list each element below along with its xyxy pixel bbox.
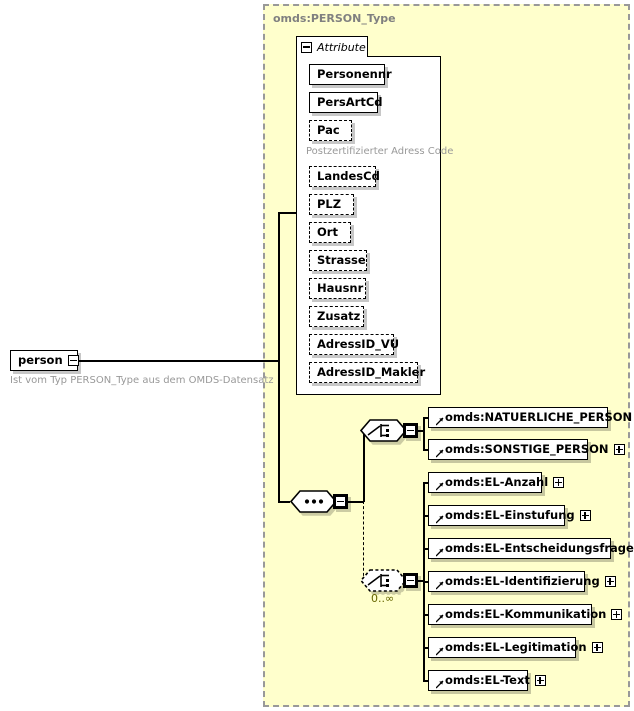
- attribute-label: AdressID_Makler: [317, 364, 426, 379]
- attribute-label: Zusatz: [317, 308, 361, 323]
- connector-branch: [423, 680, 429, 682]
- element-label: omds:EL-Kommunikation: [445, 606, 607, 621]
- reference-arrow-icon: [436, 646, 444, 656]
- reference-arrow-icon: [436, 547, 444, 557]
- attribute-annotation: Postzertifizierter Adress Code: [306, 146, 454, 157]
- element-label: omds:EL-Legitimation: [445, 639, 587, 654]
- cardinality-label: 0..∞: [371, 592, 395, 605]
- plus-toggle-icon[interactable]: [579, 510, 591, 521]
- connector-sequence-down: [363, 501, 364, 581]
- element-node[interactable]: omds:SONSTIGE_PERSON: [428, 439, 625, 460]
- choice-compositor-person[interactable]: [360, 419, 418, 442]
- connector-branch: [423, 417, 429, 419]
- connector-sequence-up: [363, 430, 365, 502]
- sequence-compositor[interactable]: [290, 490, 348, 513]
- connector-branch: [423, 647, 429, 649]
- element-node[interactable]: omds:EL-Kommunikation: [428, 604, 623, 625]
- element-node[interactable]: omds:EL-Text: [428, 670, 546, 691]
- plus-toggle-icon[interactable]: [534, 675, 546, 686]
- attribute-label: Hausnr: [317, 280, 364, 295]
- element-person-label: person: [18, 352, 63, 367]
- element-person-annotation: Ist vom Typ PERSON_Type aus dem OMDS-Dat…: [10, 375, 274, 386]
- attribute-label: LandesCd: [317, 168, 380, 183]
- connector-trunk-sequence: [278, 501, 290, 503]
- connector-branch: [423, 449, 429, 451]
- attribute-node[interactable]: PLZ: [309, 194, 354, 215]
- reference-arrow-icon: [436, 613, 444, 623]
- plus-toggle-icon[interactable]: [553, 477, 565, 488]
- minus-toggle-icon[interactable]: [301, 41, 312, 53]
- element-person[interactable]: person: [10, 350, 79, 371]
- attribute-label: Strasse: [317, 252, 366, 267]
- attribute-label: AdressID_VU: [317, 336, 400, 351]
- reference-arrow-icon: [436, 481, 444, 491]
- reference-arrow-icon: [436, 580, 444, 590]
- attribute-node[interactable]: AdressID_Makler: [309, 362, 425, 383]
- connector-choice-el-out: [416, 580, 424, 582]
- reference-arrow-icon: [436, 679, 444, 689]
- plus-toggle-icon[interactable]: [611, 609, 623, 620]
- attribute-node[interactable]: LandesCd: [309, 166, 380, 187]
- minus-toggle-icon[interactable]: [67, 355, 79, 366]
- attribute-node[interactable]: Zusatz: [309, 306, 364, 327]
- element-node[interactable]: omds:EL-Identifizierung: [428, 571, 616, 592]
- element-label: omds:EL-Identifizierung: [445, 573, 600, 588]
- minus-toggle-icon[interactable]: [405, 425, 416, 436]
- connector-branch: [423, 515, 429, 517]
- attribute-label: Ort: [317, 224, 338, 239]
- element-node[interactable]: omds:EL-Einstufung: [428, 505, 591, 526]
- connector-person-trunk: [78, 360, 279, 362]
- attribute-node[interactable]: Ort: [309, 222, 351, 243]
- connector-trunk-vertical: [278, 212, 280, 502]
- connector-choice-person-bus: [423, 417, 425, 450]
- attribute-label: PersArtCd: [317, 94, 383, 109]
- attribute-label: PLZ: [317, 196, 342, 211]
- plus-toggle-icon[interactable]: [604, 576, 616, 587]
- attribute-node[interactable]: Personennr: [309, 64, 392, 85]
- element-node[interactable]: omds:EL-Entscheidungsfrage: [428, 538, 634, 559]
- element-node[interactable]: omds:NATUERLICHE_PERSON: [428, 407, 632, 428]
- element-label: omds:EL-Text: [445, 672, 530, 687]
- attribute-node[interactable]: Hausnr: [309, 278, 366, 299]
- element-label: omds:EL-Entscheidungsfrage: [445, 540, 634, 555]
- attribute-node[interactable]: Pac: [309, 120, 352, 141]
- attribute-node[interactable]: PersArtCd: [309, 92, 383, 113]
- connector-branch: [423, 548, 429, 550]
- element-node[interactable]: omds:EL-Legitimation: [428, 637, 603, 658]
- connector-branch: [423, 581, 429, 583]
- connector-sequence-out: [346, 501, 364, 503]
- plus-toggle-icon[interactable]: [613, 444, 625, 455]
- element-label: omds:NATUERLICHE_PERSON: [445, 409, 633, 424]
- attribute-label: Personennr: [317, 66, 392, 81]
- connector-choice-person-out: [416, 430, 424, 432]
- minus-toggle-icon[interactable]: [405, 575, 416, 586]
- connector-branch: [423, 614, 429, 616]
- element-label: omds:EL-Anzahl: [445, 474, 549, 489]
- attributes-tab[interactable]: Attribute: [296, 36, 368, 57]
- element-node[interactable]: omds:EL-Anzahl: [428, 472, 565, 493]
- choice-compositor-el[interactable]: [360, 569, 418, 592]
- element-label: omds:SONSTIGE_PERSON: [445, 441, 609, 456]
- connector-trunk-attributes: [278, 212, 306, 214]
- attribute-node[interactable]: AdressID_VU: [309, 334, 399, 355]
- reference-arrow-icon: [436, 514, 444, 524]
- plus-toggle-icon[interactable]: [591, 642, 603, 653]
- minus-toggle-icon[interactable]: [335, 496, 346, 507]
- attributes-tab-label: Attribute: [317, 40, 366, 54]
- attribute-node[interactable]: Strasse: [309, 250, 367, 271]
- reference-arrow-icon: [436, 416, 444, 426]
- complextype-title: omds:PERSON_Type: [273, 12, 396, 25]
- reference-arrow-icon: [436, 448, 444, 458]
- connector-branch: [423, 482, 429, 484]
- attribute-label: Pac: [317, 122, 340, 137]
- element-label: omds:EL-Einstufung: [445, 507, 575, 522]
